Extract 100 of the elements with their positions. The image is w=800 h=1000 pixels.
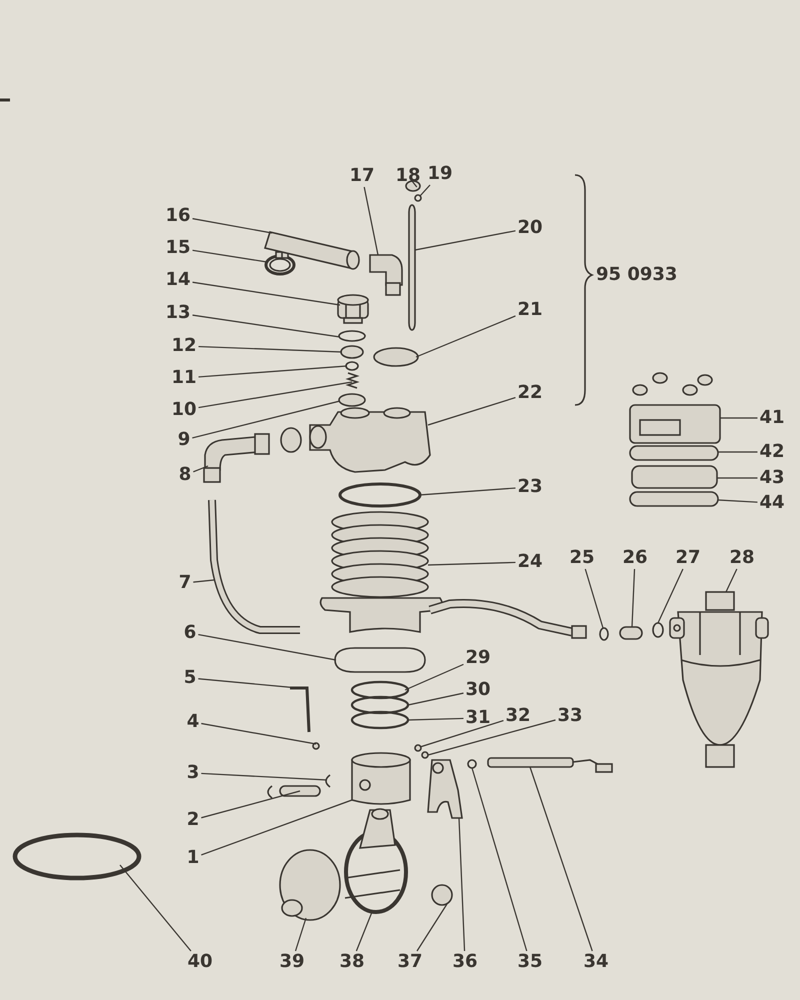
callout-number: 16 bbox=[165, 207, 191, 225]
gasket-drawing bbox=[334, 647, 426, 673]
leader-line bbox=[198, 365, 348, 378]
callout-number: 26 bbox=[622, 549, 648, 567]
washer-drawing bbox=[467, 759, 477, 769]
leader-line bbox=[428, 562, 516, 566]
fork-lever-drawing bbox=[427, 759, 463, 819]
cylinder-head-drawing bbox=[629, 404, 721, 444]
ball-drawing bbox=[414, 744, 422, 752]
tubing-coil-drawing bbox=[12, 832, 142, 880]
leader-line bbox=[198, 678, 298, 689]
leader-line bbox=[416, 904, 448, 952]
callout-number: 13 bbox=[165, 304, 191, 322]
leader-line bbox=[198, 346, 342, 353]
banjo-bolt-drawing bbox=[619, 626, 643, 640]
leader-line bbox=[725, 568, 738, 592]
callout-number: 17 bbox=[349, 167, 375, 185]
leader-line bbox=[201, 722, 316, 745]
callout-number: 27 bbox=[675, 549, 701, 567]
callout-number: 28 bbox=[729, 549, 755, 567]
callout-number: 14 bbox=[165, 271, 191, 289]
leader-line bbox=[414, 230, 516, 251]
leader-line bbox=[192, 314, 340, 338]
pipe-elbow-drawing bbox=[203, 433, 270, 483]
callout-number: 15 bbox=[165, 239, 191, 257]
circlip-drawing bbox=[325, 774, 330, 788]
callout-number: 24 bbox=[517, 553, 543, 571]
leader-line bbox=[201, 799, 352, 856]
connecting-rod-drawing bbox=[344, 808, 408, 914]
leader-line bbox=[718, 451, 758, 453]
fuel-filter-drawing bbox=[669, 591, 769, 768]
leader-line bbox=[720, 417, 758, 419]
leader-line bbox=[416, 315, 516, 358]
callout-number: 44 bbox=[759, 494, 785, 512]
callout-number: 34 bbox=[583, 953, 609, 971]
washer-drawing bbox=[652, 622, 664, 638]
leader-line bbox=[192, 400, 340, 439]
callout-number: 43 bbox=[759, 469, 785, 487]
leader-line bbox=[294, 918, 307, 952]
washer-drawing bbox=[414, 194, 422, 202]
callout-number: 20 bbox=[517, 219, 543, 237]
spring-drawing bbox=[345, 372, 360, 389]
hose-drawing bbox=[264, 231, 360, 270]
leader-line bbox=[192, 282, 340, 306]
callout-number: 40 bbox=[187, 953, 213, 971]
cap-nut-drawing bbox=[337, 294, 369, 324]
leader-line bbox=[412, 180, 418, 188]
valve-disc-drawing bbox=[340, 345, 364, 359]
leader-line bbox=[657, 568, 684, 624]
valve-seat-drawing bbox=[338, 393, 366, 407]
stud-bolt-drawing bbox=[408, 204, 416, 331]
leader-line bbox=[364, 186, 379, 256]
leader-line bbox=[420, 720, 504, 748]
callout-number: 39 bbox=[279, 953, 305, 971]
callout-number: 4 bbox=[186, 713, 200, 731]
leader-line bbox=[718, 499, 758, 503]
leader-line bbox=[529, 766, 593, 952]
callout-number: 3 bbox=[186, 764, 200, 782]
callout-number: 8 bbox=[178, 466, 192, 484]
oil-pipe-drawing bbox=[290, 686, 310, 732]
leader-line bbox=[356, 912, 373, 952]
leader-line bbox=[201, 790, 300, 818]
callout-number: 10 bbox=[171, 401, 197, 419]
leader-line bbox=[198, 381, 352, 408]
part-number-label: 95 0933 bbox=[596, 264, 678, 285]
leader-line bbox=[471, 768, 528, 952]
callout-number: 22 bbox=[517, 384, 543, 402]
callout-number: 23 bbox=[517, 478, 543, 496]
leader-line bbox=[192, 218, 272, 234]
castle-nut-drawing bbox=[431, 884, 453, 906]
callout-number: 7 bbox=[178, 574, 192, 592]
nut-drawing bbox=[373, 347, 419, 367]
callout-number: 33 bbox=[557, 707, 583, 725]
ball-drawing bbox=[312, 742, 320, 750]
leader-line bbox=[458, 818, 466, 952]
gasket-drawing bbox=[629, 491, 719, 507]
callout-number: 31 bbox=[465, 709, 491, 727]
callout-number: 25 bbox=[569, 549, 595, 567]
callout-number: 36 bbox=[452, 953, 478, 971]
pipe-drawing bbox=[208, 500, 300, 634]
callout-number: 29 bbox=[465, 649, 491, 667]
leader-line bbox=[428, 396, 516, 426]
leader-line bbox=[198, 634, 336, 661]
callout-number: 6 bbox=[184, 624, 196, 642]
gasket-drawing bbox=[629, 445, 719, 461]
piston-ring-drawing bbox=[350, 710, 410, 730]
leader-line bbox=[420, 184, 430, 196]
callout-number: 19 bbox=[427, 165, 453, 183]
leader-line bbox=[428, 719, 556, 756]
leader-line bbox=[192, 250, 268, 263]
valve-plate-drawing bbox=[631, 465, 718, 489]
callout-number: 37 bbox=[397, 953, 423, 971]
push-rod-drawing bbox=[487, 757, 613, 773]
callout-number: 30 bbox=[465, 681, 491, 699]
callout-number: 5 bbox=[184, 669, 196, 687]
cylinder-drawing bbox=[320, 511, 444, 633]
callout-number: 42 bbox=[759, 443, 785, 461]
spring-drawing bbox=[421, 751, 429, 759]
leader-line bbox=[717, 477, 758, 479]
callout-number: 9 bbox=[178, 431, 190, 449]
